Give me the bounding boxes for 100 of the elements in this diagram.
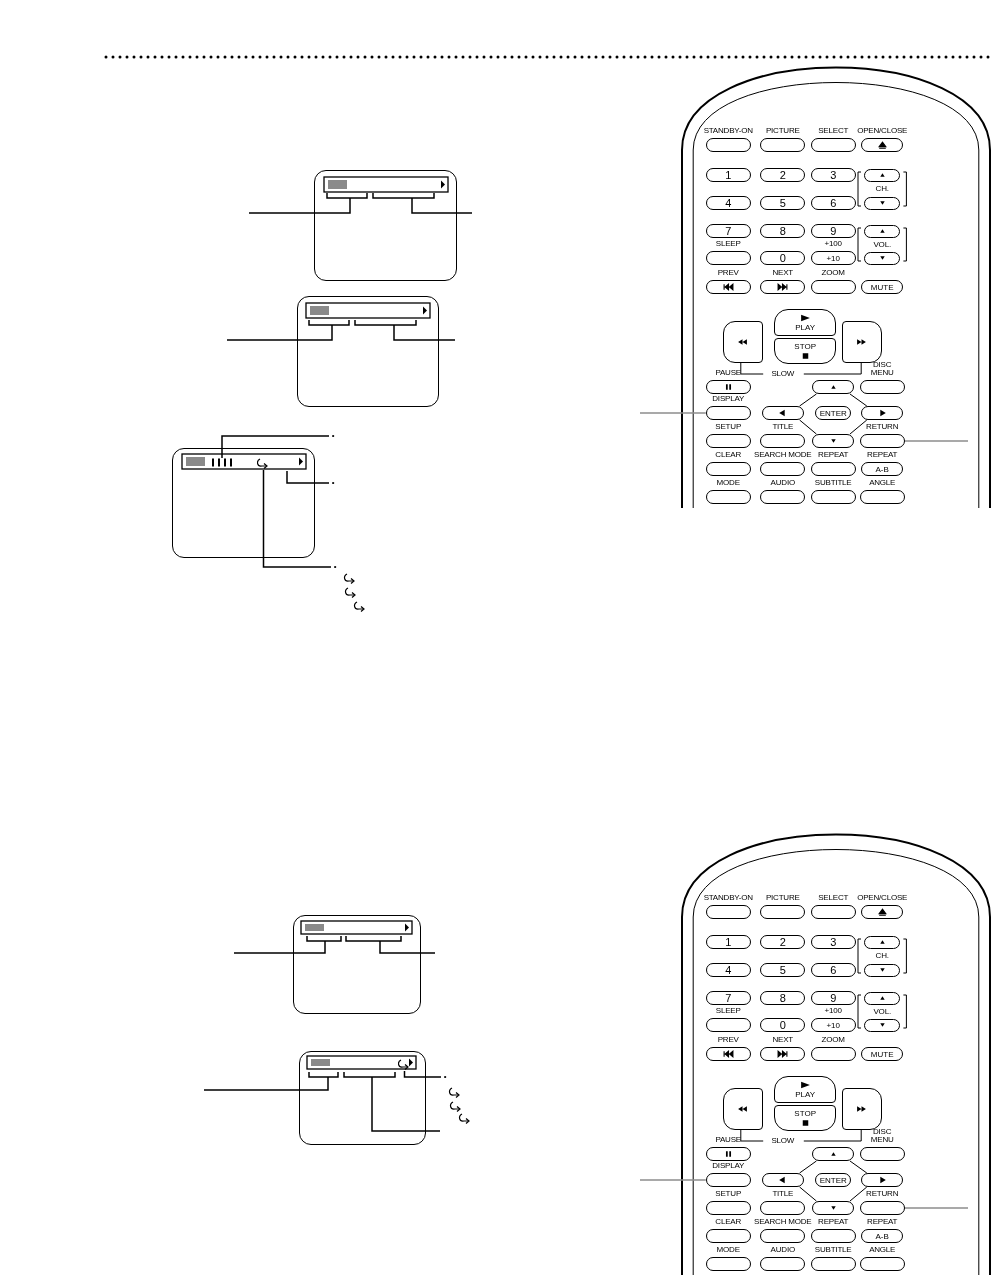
button-label: STANDBY-ON	[703, 894, 753, 902]
repeat-icon	[257, 457, 270, 470]
remote-key: 6	[810, 196, 856, 210]
button-label: NEXT	[772, 1036, 794, 1044]
button-label: PREV	[717, 269, 739, 277]
group-label: CH.	[875, 952, 889, 960]
button-label: OPEN/CLOSE	[857, 127, 908, 135]
remote-key: ENTER	[815, 406, 852, 420]
button-label: NEXT	[772, 269, 794, 277]
bullet-mark: •	[333, 563, 337, 571]
leader-line	[203, 1076, 329, 1091]
button-label: SEARCH MODE	[754, 451, 812, 459]
remote-key: MUTE	[861, 1047, 904, 1061]
button-label: REPEAT	[867, 1218, 898, 1226]
leader-line	[233, 940, 326, 954]
button-label: REPEAT	[818, 1218, 849, 1226]
button-label: MODE	[716, 479, 740, 487]
remote-key: 4	[705, 963, 751, 977]
button-label: ZOOM	[821, 269, 845, 277]
button-label: CLEAR	[715, 1218, 742, 1226]
leader-line	[393, 324, 456, 341]
button-label: RETURN	[866, 1190, 899, 1198]
button-label: +100	[824, 240, 842, 248]
remote-key: 3	[810, 935, 856, 949]
button-label: SETUP	[715, 423, 742, 431]
remote-key: 0	[760, 251, 806, 265]
button-label: TITLE	[772, 423, 794, 431]
leader-line	[248, 197, 351, 214]
leader-line	[411, 197, 473, 214]
group-label: VOL.	[873, 1008, 891, 1016]
remote-key: PLAY	[774, 309, 836, 336]
remote-key: 3	[810, 168, 856, 182]
tv-screen	[293, 915, 421, 1014]
button-label: DISC MENU	[869, 1128, 895, 1144]
remote-key: PLAY	[774, 1076, 836, 1103]
remote-key: MUTE	[861, 280, 904, 294]
button-label: CLEAR	[715, 451, 742, 459]
button-label: STANDBY-ON	[703, 127, 753, 135]
button-label: SEARCH MODE	[754, 1218, 812, 1226]
button-label: SELECT	[818, 127, 849, 135]
button-label: MODE	[716, 1246, 740, 1254]
button-label: RETURN	[866, 423, 899, 431]
remote-key: A-B	[861, 462, 904, 476]
button-label: AUDIO	[770, 1246, 795, 1254]
button-label: PAUSE	[715, 369, 741, 377]
remote-key: 4	[705, 196, 751, 210]
remote-key: 6	[810, 963, 856, 977]
remote-key: STOP	[774, 338, 836, 364]
remote-key: 8	[760, 991, 806, 1005]
button-label: REPEAT	[818, 451, 849, 459]
remote-key: +10	[810, 251, 856, 265]
button-label: SLEEP	[715, 1007, 741, 1015]
remote-key: 5	[760, 963, 806, 977]
remote-key: +10	[810, 1018, 856, 1032]
remote-key: 1	[705, 168, 751, 182]
remote-key: 2	[760, 168, 806, 182]
leader-line	[262, 469, 332, 568]
remote-key: STOP	[774, 1105, 836, 1131]
group-label: SLOW	[769, 370, 797, 378]
button-label: ZOOM	[821, 1036, 845, 1044]
button-label: REPEAT	[867, 451, 898, 459]
leader-line	[639, 1179, 707, 1181]
button-label: +100	[824, 1007, 842, 1015]
group-label: SLOW	[769, 1137, 797, 1145]
button-label: TITLE	[772, 1190, 794, 1198]
button-label: AUDIO	[770, 479, 795, 487]
group-label: CH.	[875, 185, 889, 193]
button-label: DISC MENU	[869, 361, 895, 377]
button-label: SETUP	[715, 1190, 742, 1198]
level-bars	[212, 458, 232, 467]
bullet-mark: •	[443, 1073, 447, 1081]
remote-key: 9	[810, 224, 856, 238]
button-label: SUBTITLE	[814, 1246, 852, 1254]
leader-line	[286, 470, 330, 484]
leader-line	[379, 940, 436, 954]
button-label: SLEEP	[715, 240, 741, 248]
button-label: SUBTITLE	[814, 479, 852, 487]
leader-line	[903, 1207, 969, 1209]
button-label: SELECT	[818, 894, 849, 902]
repeat-icon	[398, 1058, 411, 1071]
remote-key: 2	[760, 935, 806, 949]
button-label: PICTURE	[765, 127, 800, 135]
bullet-mark: •	[331, 479, 335, 487]
button-label: OPEN/CLOSE	[857, 894, 908, 902]
remote-key: 7	[705, 224, 751, 238]
remote-key: 9	[810, 991, 856, 1005]
button-label: DISPLAY	[712, 1162, 745, 1170]
remote-key: 0	[760, 1018, 806, 1032]
button-label: DISPLAY	[712, 395, 745, 403]
remote-key: 5	[760, 196, 806, 210]
leader-line	[221, 435, 330, 459]
bullet-mark: •	[331, 432, 335, 440]
tv-screen	[299, 1051, 426, 1145]
remote-key: A-B	[861, 1229, 904, 1243]
leader-line	[403, 1070, 442, 1078]
button-label: PREV	[717, 1036, 739, 1044]
leader-line	[639, 412, 707, 414]
button-label: ANGLE	[869, 479, 896, 487]
tv-screen	[314, 170, 457, 281]
button-label: PAUSE	[715, 1136, 741, 1144]
